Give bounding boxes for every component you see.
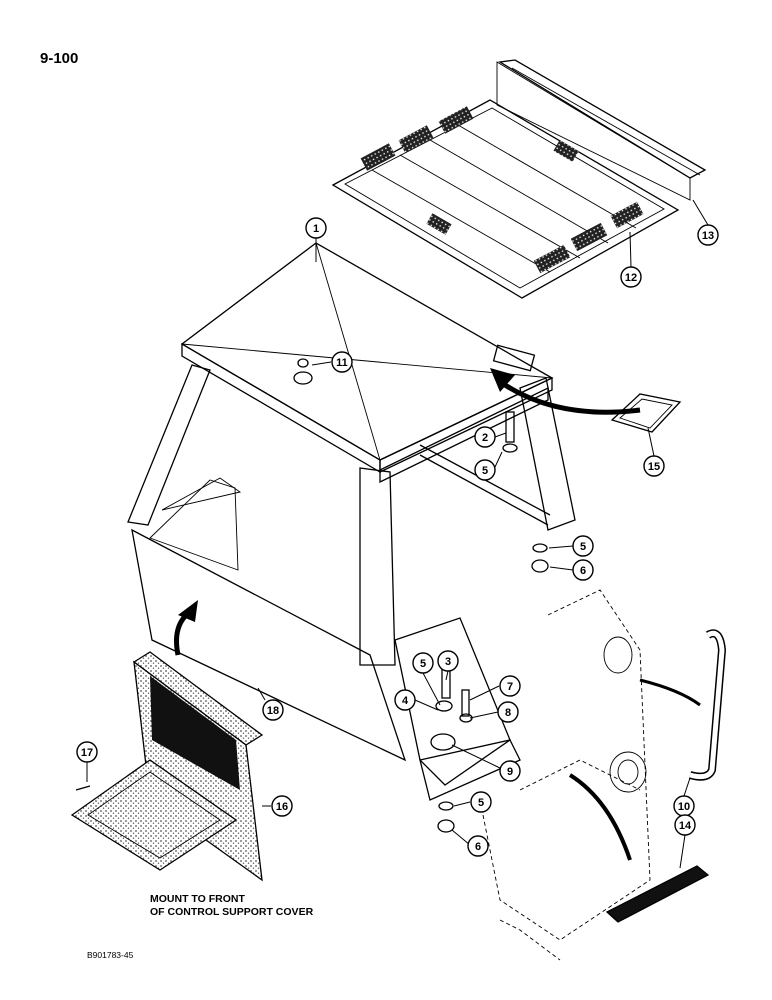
mounting-note-line-1: MOUNT TO FRONT (150, 893, 245, 905)
grab-handle (688, 629, 727, 781)
callout-5a: 5 (474, 459, 496, 481)
callout-10: 10 (673, 795, 695, 817)
mounting-note-line-2: OF CONTROL SUPPORT COVER (150, 906, 314, 918)
callout-7: 7 (499, 675, 521, 697)
callout-label: 9 (507, 766, 513, 778)
callout-11: 11 (331, 351, 353, 373)
callout-label: 4 (402, 695, 409, 707)
callout-5d: 5 (470, 791, 492, 813)
callout-12: 12 (620, 266, 642, 288)
callout-label: 18 (267, 705, 279, 717)
assembly-arrows (174, 368, 701, 861)
callout-label: 17 (81, 747, 93, 759)
mounting-note: MOUNT TO FRONT OF CONTROL SUPPORT COVER (150, 893, 313, 919)
loader-frame (479, 589, 651, 961)
roof-panel (331, 99, 680, 299)
callout-label: 5 (420, 658, 426, 670)
callout-label: 6 (580, 565, 586, 577)
drawing-id: B901783-45 (87, 950, 134, 960)
callout-label: 12 (625, 272, 637, 284)
callout-label: 13 (702, 230, 714, 242)
callout-label: 5 (580, 541, 586, 553)
callout-label: 15 (648, 461, 660, 473)
callout-5c: 5 (412, 652, 434, 674)
callout-17: 17 (76, 741, 98, 763)
callout-label: 2 (482, 432, 488, 444)
callout-label: 10 (678, 801, 690, 813)
callout-label: 3 (445, 656, 451, 668)
control-support-cover (70, 651, 264, 882)
step-tread (605, 865, 710, 923)
callout-label: 11 (336, 357, 348, 369)
callout-6a: 6 (572, 559, 594, 581)
callout-label: 6 (475, 841, 481, 853)
callout-label: 7 (507, 681, 513, 693)
callout-label: 1 (313, 223, 319, 235)
callout-label: 8 (505, 707, 511, 719)
callout-8: 8 (497, 701, 519, 723)
mirror (610, 393, 682, 433)
callout-6b: 6 (467, 835, 489, 857)
callout-9: 9 (499, 760, 521, 782)
callout-5b: 5 (572, 535, 594, 557)
callout-label: 5 (482, 465, 488, 477)
callout-3: 3 (437, 650, 459, 672)
callout-2: 2 (474, 426, 496, 448)
callout-label: 5 (478, 797, 484, 809)
callout-18: 18 (262, 699, 284, 721)
callout-16: 16 (271, 795, 293, 817)
leader-lines (86, 199, 709, 869)
cab-frame (127, 242, 576, 801)
trim-strip (496, 59, 707, 201)
callout-15: 15 (643, 455, 665, 477)
page-number: 9-100 (40, 50, 79, 67)
fasteners (75, 358, 549, 833)
callout-4: 4 (394, 689, 416, 711)
callout-label: 16 (276, 801, 288, 813)
callout-1: 1 (305, 217, 327, 239)
callout-label: 14 (679, 820, 692, 832)
callout-13: 13 (697, 224, 719, 246)
callout-14: 14 (674, 814, 696, 836)
